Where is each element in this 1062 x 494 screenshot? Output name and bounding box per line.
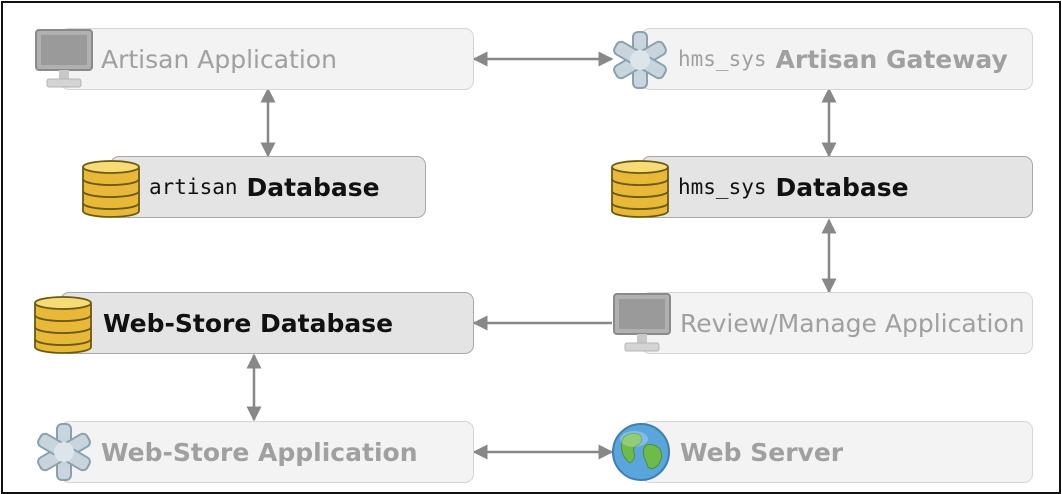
review-manage-application-node: Review/Manage Application bbox=[641, 292, 1033, 354]
globe-icon bbox=[612, 423, 670, 481]
gateway-node: hms_sys Artisan Gateway bbox=[641, 28, 1033, 90]
artisan-database-prefix: artisan bbox=[149, 175, 238, 199]
web-store-database-node: Web-Store Database bbox=[60, 292, 474, 354]
web-store-application-label: Web-Store Application bbox=[101, 437, 418, 467]
web-server-node: Web Server bbox=[641, 421, 1033, 483]
hms-sys-database-prefix: hms_sys bbox=[678, 175, 767, 199]
gateway-label: Artisan Gateway bbox=[775, 44, 1008, 74]
web-store-application-node: Web-Store Application bbox=[60, 421, 474, 483]
gateway-icon bbox=[613, 31, 667, 89]
database-icon bbox=[34, 296, 92, 354]
hms-sys-database-node: hms_sys Database bbox=[641, 156, 1033, 218]
database-icon bbox=[82, 160, 140, 218]
hms-sys-database-label: Database bbox=[775, 172, 909, 202]
artisan-database-node: artisan Database bbox=[110, 156, 426, 218]
review-manage-application-label: Review/Manage Application bbox=[680, 308, 1025, 338]
artisan-database-label: Database bbox=[246, 172, 380, 202]
gateway-prefix: hms_sys bbox=[678, 47, 767, 71]
web-server-label: Web Server bbox=[680, 437, 844, 467]
database-icon bbox=[611, 160, 669, 218]
artisan-application-node: Artisan Application bbox=[60, 28, 474, 90]
monitor-icon bbox=[613, 293, 671, 352]
monitor-icon bbox=[35, 29, 93, 88]
gateway-icon bbox=[37, 423, 91, 481]
artisan-application-label: Artisan Application bbox=[101, 44, 337, 74]
web-store-database-label: Web-Store Database bbox=[103, 308, 394, 338]
